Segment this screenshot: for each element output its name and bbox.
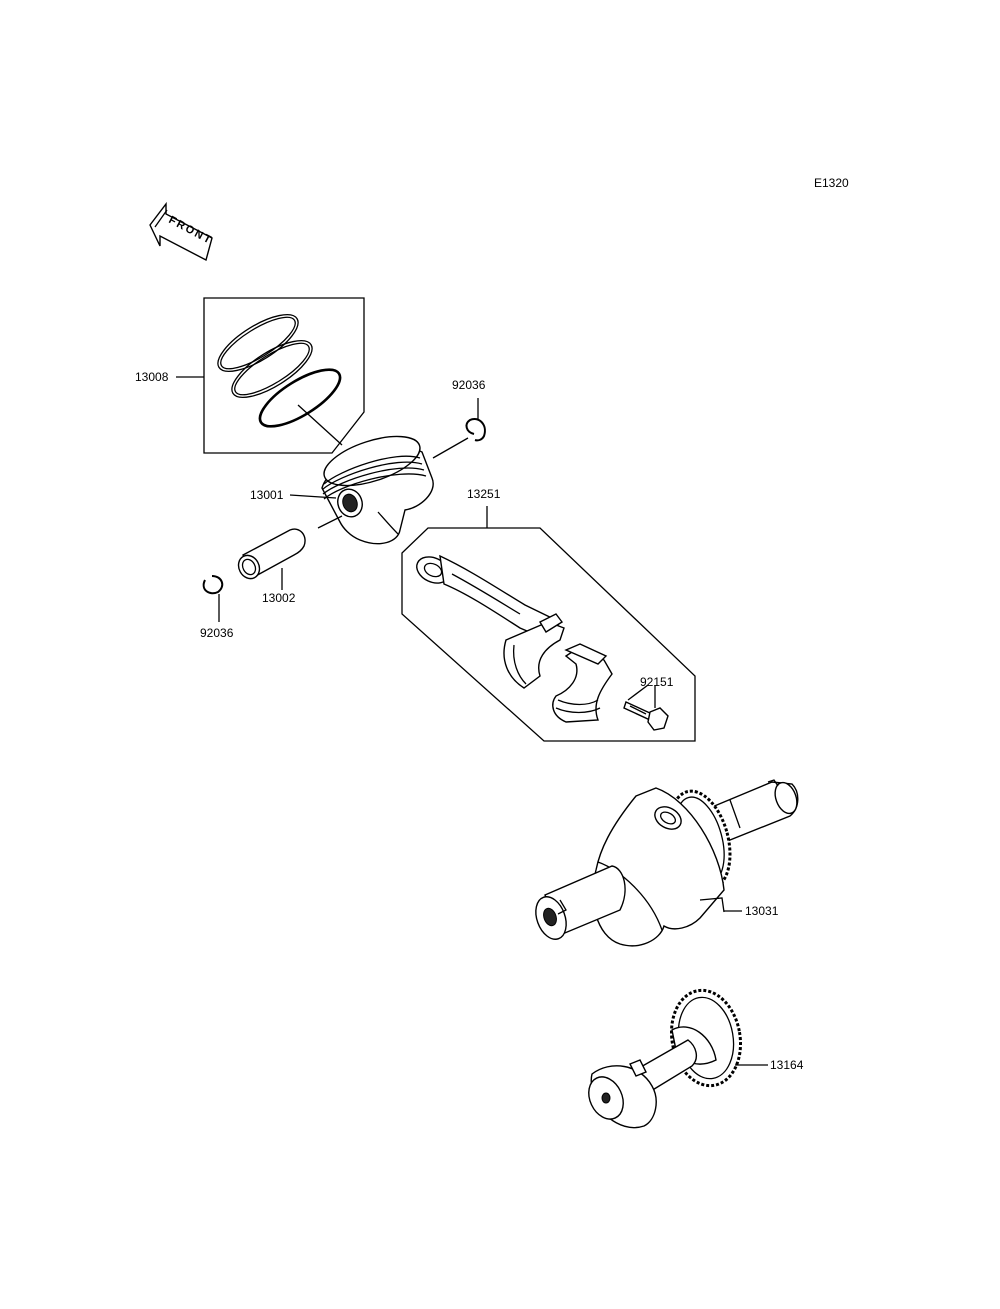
- balancer-shaft[interactable]: [582, 985, 768, 1129]
- crankshaft[interactable]: [530, 779, 801, 947]
- diagram-code: E1320: [814, 176, 849, 190]
- part-number-13031: 13031: [745, 904, 779, 918]
- circlip-bottom[interactable]: [202, 575, 224, 622]
- part-number-92151: 92151: [640, 675, 674, 689]
- part-number-13251: 13251: [467, 487, 501, 501]
- part-number-13002: 13002: [262, 591, 296, 605]
- part-number-13008: 13008: [135, 370, 169, 384]
- piston-rings[interactable]: [176, 297, 365, 454]
- front-arrow-icon: FRONT: [149, 201, 215, 262]
- part-number-92036-top: 92036: [452, 378, 486, 392]
- part-number-13164: 13164: [770, 1058, 804, 1072]
- part-number-92036-bottom: 92036: [200, 626, 234, 640]
- circlip-top[interactable]: [432, 398, 486, 459]
- piston[interactable]: [289, 427, 434, 545]
- connecting-rod-set[interactable]: [401, 506, 696, 742]
- piston-pin[interactable]: [235, 528, 306, 590]
- part-number-13001: 13001: [250, 488, 284, 502]
